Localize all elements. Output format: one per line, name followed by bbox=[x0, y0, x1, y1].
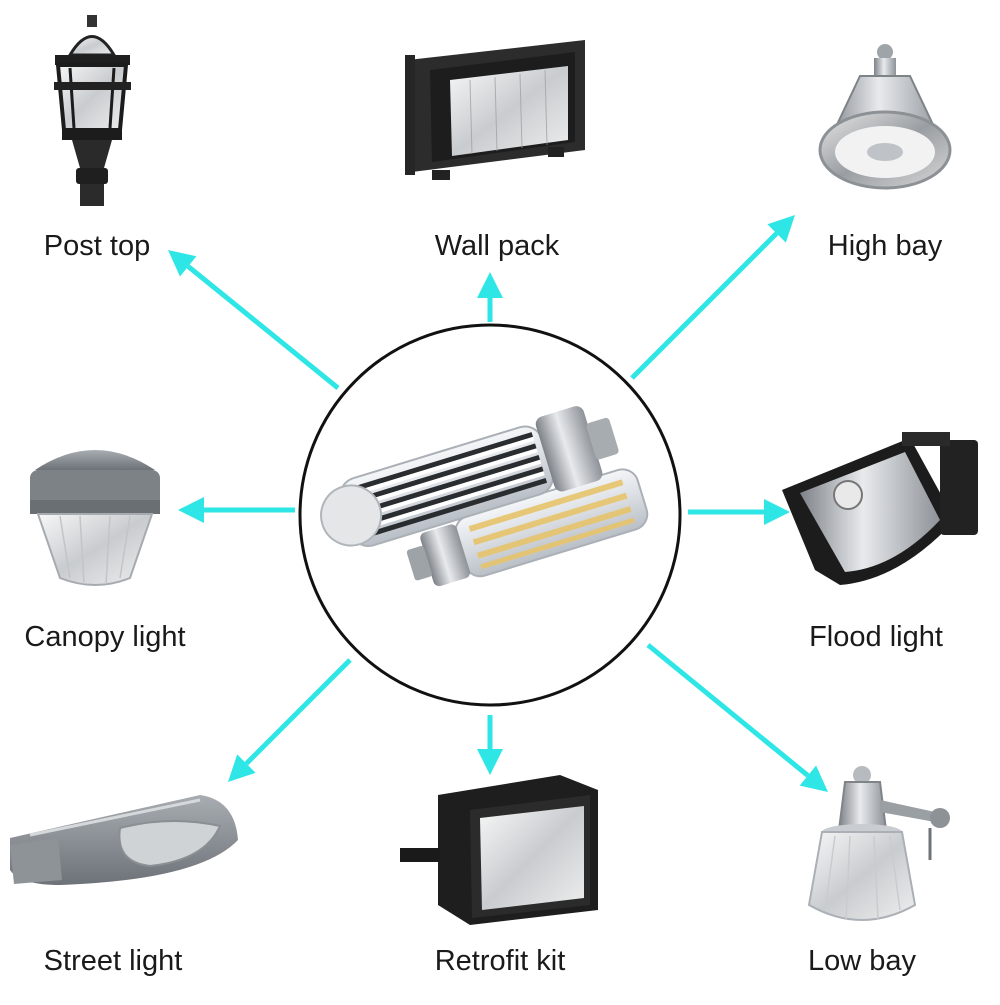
label-low-bay: Low bay bbox=[807, 945, 917, 977]
street-light-icon bbox=[10, 795, 238, 885]
arrow-head-flood-light bbox=[764, 499, 790, 525]
label-retrofit-kit: Retrofit kit bbox=[434, 945, 566, 977]
arrows-layer bbox=[168, 215, 828, 792]
arrow-shaft-low-bay bbox=[646, 643, 810, 778]
post-top-lantern-icon bbox=[54, 15, 131, 206]
label-canopy-light: Canopy light bbox=[24, 621, 186, 653]
label-post-top: Post top bbox=[43, 230, 151, 262]
arrow-shaft-post-top bbox=[186, 264, 340, 390]
wall-pack-icon bbox=[405, 40, 585, 180]
label-high-bay: High bay bbox=[827, 230, 943, 262]
arrow-head-post-top bbox=[168, 250, 197, 277]
label-flood-light: Flood light bbox=[809, 621, 943, 653]
label-wall-pack: Wall pack bbox=[434, 230, 560, 262]
arrow-head-high-bay bbox=[767, 215, 795, 243]
retrofit-kit-icon bbox=[400, 775, 598, 925]
arrow-head-low-bay bbox=[799, 765, 828, 792]
label-street-light: Street light bbox=[43, 945, 183, 977]
arrow-head-street-light bbox=[228, 754, 256, 782]
corn-led-bulb-icon bbox=[320, 406, 649, 587]
low-bay-icon bbox=[807, 766, 950, 921]
center-bulb-circle bbox=[298, 323, 682, 707]
flood-light-icon bbox=[782, 432, 978, 585]
arrow-head-wall-pack bbox=[477, 272, 503, 298]
arrow-shaft-high-bay bbox=[630, 231, 779, 380]
high-bay-icon bbox=[818, 44, 952, 190]
canopy-light-icon bbox=[30, 450, 160, 586]
arrow-head-canopy-light bbox=[178, 497, 204, 523]
arrow-head-retrofit-kit bbox=[477, 749, 503, 775]
arrow-shaft-street-light bbox=[244, 658, 352, 766]
